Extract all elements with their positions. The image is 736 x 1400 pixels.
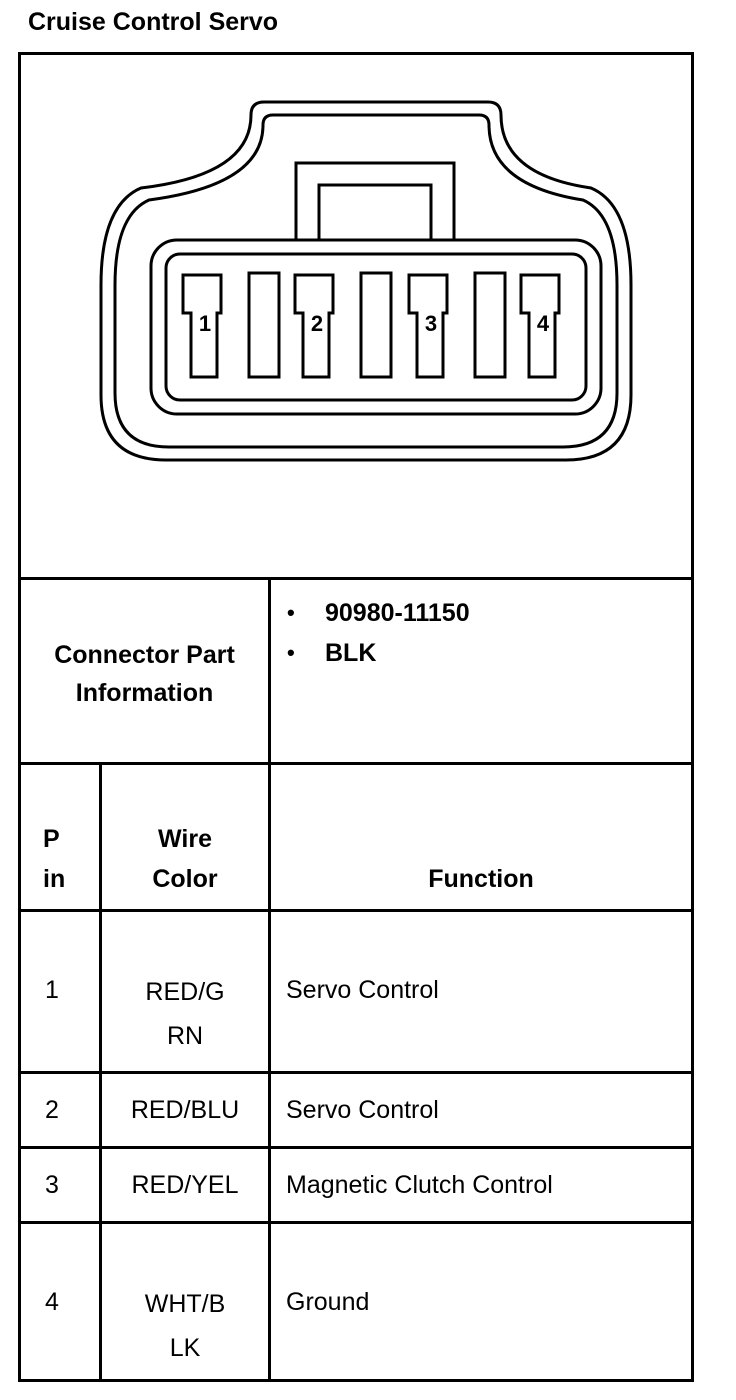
- row-1-pin: 1: [45, 976, 59, 1004]
- divider-row-2: [21, 1146, 691, 1149]
- col-divider-pin: [99, 762, 102, 1382]
- part-color: BLK: [271, 633, 691, 673]
- row-1-wire: RED/G RN: [145, 978, 225, 1050]
- part-info-label: Connector Part Information: [54, 641, 235, 707]
- pin-label-3: 3: [425, 311, 437, 336]
- terminal-1: [181, 273, 223, 379]
- pin-label-1: 1: [199, 311, 211, 336]
- row-1-function: Servo Control: [286, 976, 439, 1004]
- part-info-values: 90980-11150 BLK: [271, 593, 691, 753]
- cavity-frame-inner: [164, 252, 588, 402]
- divider-diagram: [21, 577, 691, 580]
- page-title: Cruise Control Servo: [28, 8, 279, 36]
- divider-header: [21, 909, 691, 912]
- row-4-wire: WHT/B LK: [144, 1290, 226, 1362]
- pin-label-4: 4: [537, 311, 550, 336]
- housing-outer: [99, 100, 633, 462]
- pin-label-2: 2: [311, 311, 323, 336]
- terminal-3: [407, 273, 449, 379]
- divider-part-info: [21, 762, 691, 765]
- row-3-pin: 3: [45, 1171, 59, 1199]
- header-pin: P in: [43, 825, 66, 893]
- row-2-wire: RED/BLU: [130, 1096, 240, 1124]
- divider-row-3: [21, 1221, 691, 1224]
- col-divider-function: [268, 577, 271, 1382]
- row-4-function: Ground: [286, 1288, 370, 1316]
- connector-table-frame: 1 2 3 4 Connector Part Information 90980…: [18, 52, 694, 1382]
- header-function: Function: [428, 865, 534, 893]
- part-number: 90980-11150: [271, 593, 691, 633]
- separator-3: [473, 271, 507, 379]
- cavity-frame-outer: [149, 238, 603, 416]
- separator-1: [247, 271, 281, 379]
- header-wire-color: Wire Color: [152, 825, 218, 893]
- latch-inner: [317, 183, 433, 242]
- terminal-4: [519, 273, 561, 379]
- row-2-pin: 2: [45, 1096, 59, 1124]
- row-2-function: Servo Control: [286, 1096, 439, 1124]
- housing-inner: [113, 113, 619, 449]
- connector-diagram: 1 2 3 4: [21, 55, 691, 577]
- row-3-function: Magnetic Clutch Control: [286, 1171, 553, 1199]
- terminal-2: [293, 273, 335, 379]
- separator-2: [359, 271, 393, 379]
- divider-row-1: [21, 1071, 691, 1074]
- row-3-wire: RED/YEL: [131, 1171, 239, 1199]
- row-4-pin: 4: [45, 1288, 59, 1316]
- connector-face-svg: 1 2 3 4: [99, 100, 633, 462]
